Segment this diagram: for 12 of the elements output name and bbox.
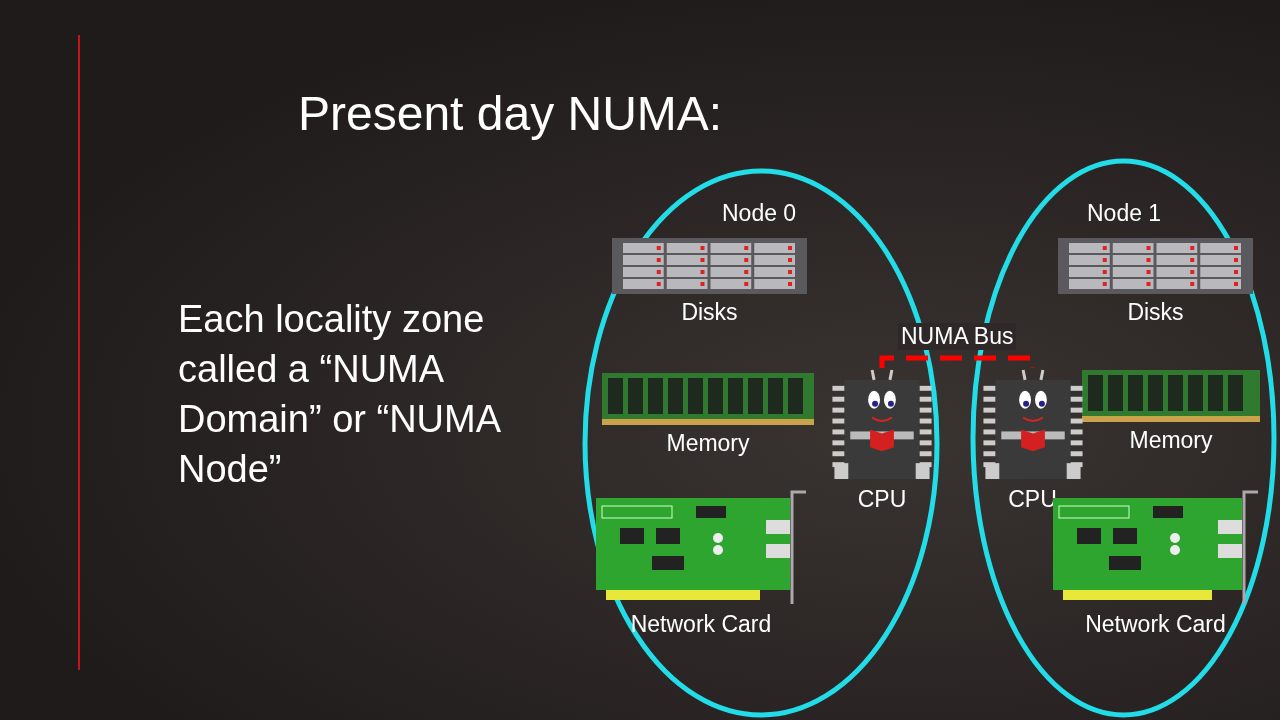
component-label: CPU (857, 485, 907, 513)
body-text: Each locality zone called a “NUMA Domain” or “NUMA Node” (178, 297, 501, 492)
component-label: Disks (1127, 298, 1184, 326)
edge-label: NUMA Bus (898, 323, 1017, 350)
component-label: Memory (1129, 426, 1213, 454)
component-label: Memory (666, 429, 750, 457)
component-label: Disks (681, 298, 738, 326)
node-label: Node 1 (1087, 200, 1162, 227)
slide-title: Present day NUMA: (298, 86, 723, 141)
node-label: Node 0 (722, 200, 797, 227)
component-label: Network Card (630, 610, 772, 638)
component-label: Network Card (1085, 610, 1226, 638)
